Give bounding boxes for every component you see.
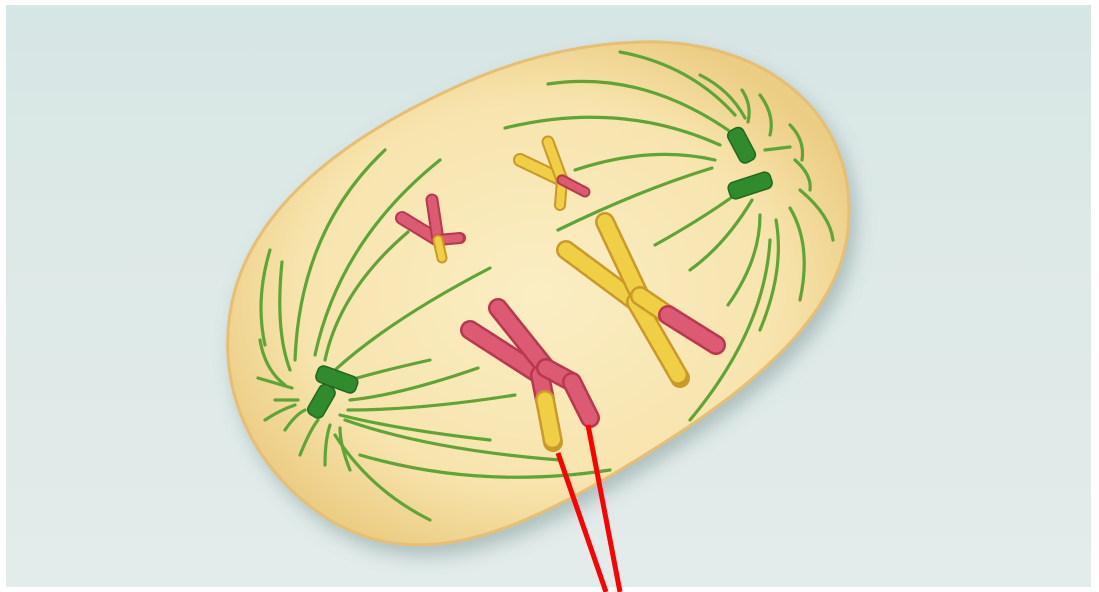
- cell-membrane: [228, 42, 849, 545]
